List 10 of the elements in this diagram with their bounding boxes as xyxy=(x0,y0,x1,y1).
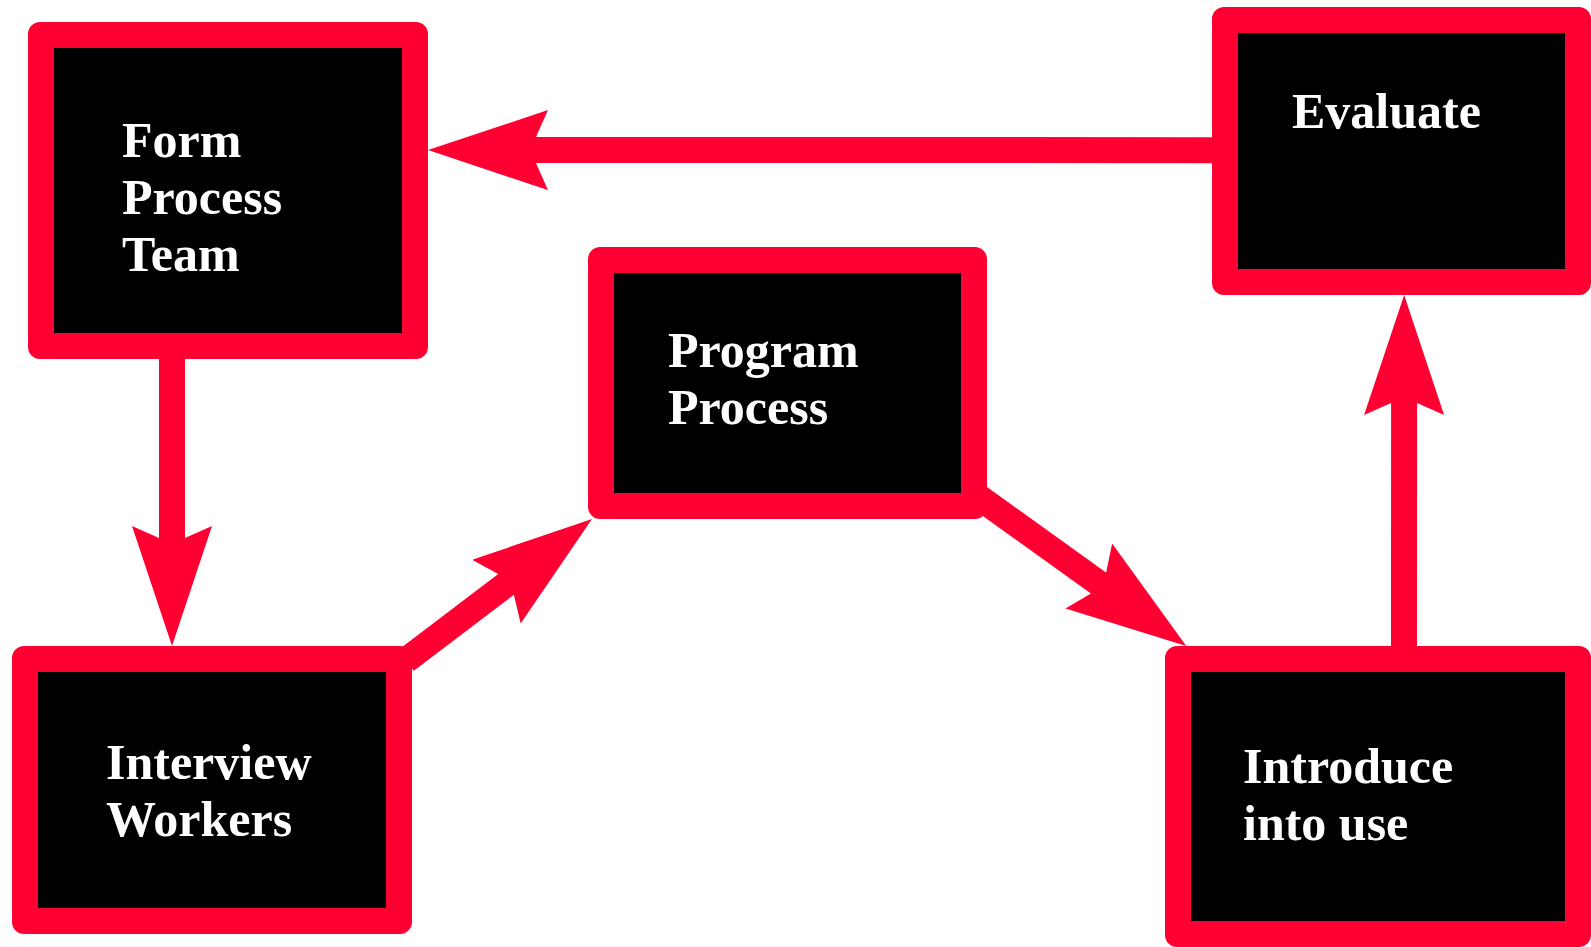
box-label: Evaluate xyxy=(1292,83,1482,140)
box-label: Interview Workers xyxy=(106,734,313,848)
process-box xyxy=(28,22,428,359)
process-box xyxy=(12,646,412,934)
process-box xyxy=(1165,646,1591,947)
box-label: Form Process Team xyxy=(122,112,284,283)
process-box xyxy=(588,247,987,519)
box-label: Introduce into use xyxy=(1243,738,1455,852)
box-label: Program Process xyxy=(668,322,860,436)
process-box xyxy=(1212,7,1591,295)
